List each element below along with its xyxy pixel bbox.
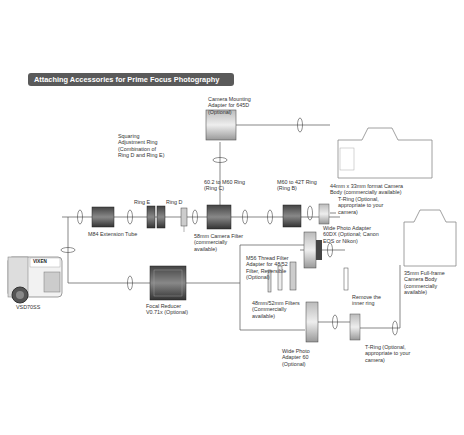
part-label: 35mm Full-frame Camera Body (commerciall… — [404, 270, 460, 296]
part-label: T-Ring (Optional, appropriate to your ca… — [365, 344, 421, 363]
model-label: VSD70SS — [16, 304, 40, 310]
part-label: Ring E — [134, 199, 150, 205]
part-label: Focal Reducer V0.71x (Optional) — [146, 303, 194, 316]
title-bar: Attaching Accessories for Prime Focus Ph… — [28, 73, 234, 86]
part-label: M84 Extension Tube — [88, 231, 137, 237]
brand-logo: VIXEN — [33, 259, 47, 264]
part-label: 58mm Camera Filter (commercially availab… — [194, 233, 244, 252]
part-label: Wide Photo Adapter 60DX (Optional; Canon… — [323, 225, 383, 244]
part-label: 48mm/52mm Filters (Commercially availabl… — [252, 300, 308, 319]
part-label: 60.2 to M60 Ring (Ring C) — [204, 179, 252, 192]
part-label: M56 Thread Filter Adapter for 48/52 Filt… — [246, 255, 298, 281]
part-label: 44mm x 33mm format Camera Body (commerci… — [330, 183, 410, 196]
part-label: M60 to 42T Ring (Ring B) — [277, 179, 325, 192]
part-label: T-Ring (Optional, appropriate to your ca… — [338, 196, 390, 215]
part-label: Ring D — [166, 199, 182, 205]
part-label: Camera Mounting Adapter for 645D (Option… — [208, 96, 270, 115]
note-label: Remove the inner ring — [352, 294, 394, 307]
part-label: Wide Photo Adapter 60 (Optional) — [282, 348, 326, 367]
part-label: Squaring Adjustment Ring (Combination of… — [118, 133, 166, 159]
